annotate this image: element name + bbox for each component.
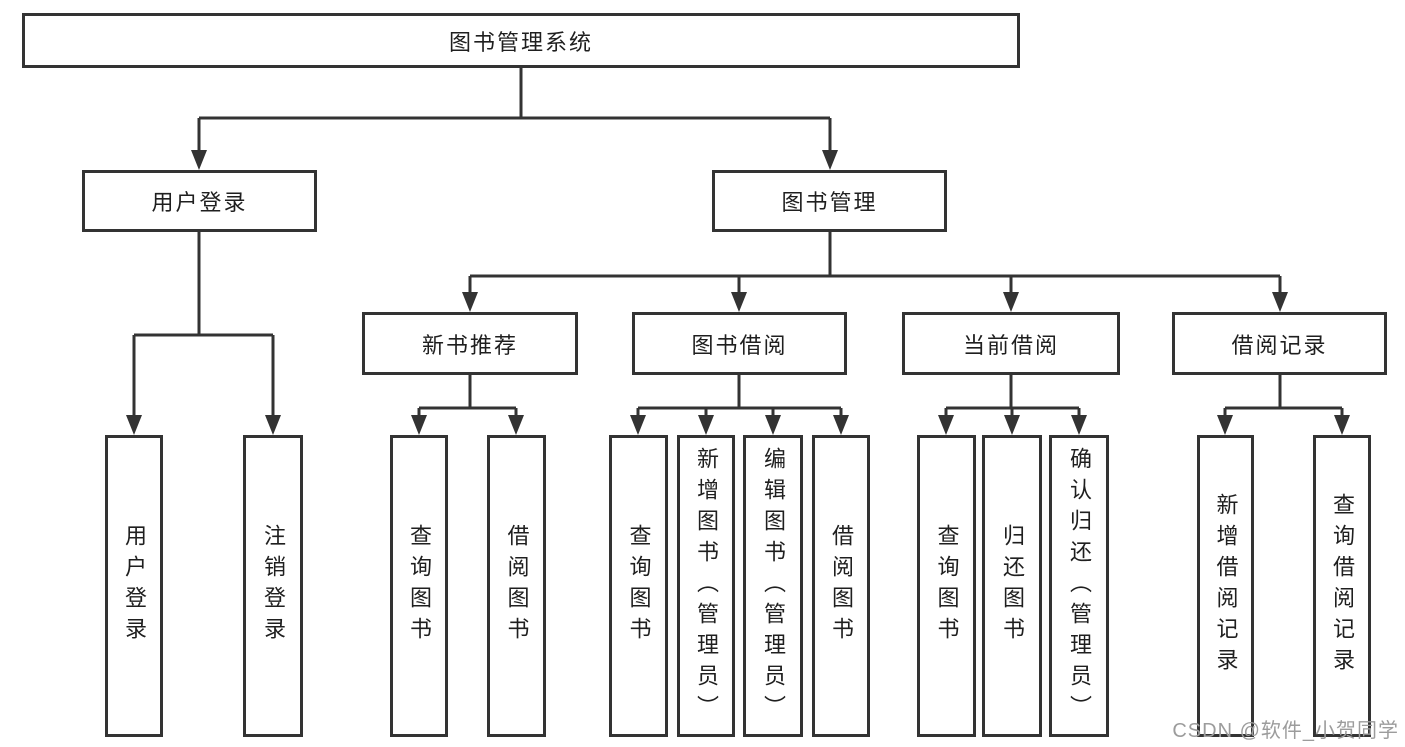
node-user-login-group: 用户登录: [82, 170, 317, 232]
leaf-records-add-record: 新增借阅记录: [1197, 435, 1254, 737]
node-book-borrow: 图书借阅: [632, 312, 847, 375]
node-borrow-records: 借阅记录: [1172, 312, 1387, 375]
leaf-records-query-record: 查询借阅记录: [1313, 435, 1371, 737]
leaf-current-query-books: 查询图书: [917, 435, 976, 737]
leaf-recommend-query-books: 查询图书: [390, 435, 448, 737]
connector-lines: [132, 68, 1344, 417]
leaf-borrow-query-books: 查询图书: [609, 435, 668, 737]
leaf-borrow-edit-books-admin: 编辑图书（管理员）: [743, 435, 803, 737]
leaf-current-confirm-return-admin: 确认归还（管理员）: [1049, 435, 1109, 737]
leaf-borrow-add-books-admin: 新增图书（管理员）: [677, 435, 735, 737]
node-root: 图书管理系统: [22, 13, 1020, 68]
node-current-borrow: 当前借阅: [902, 312, 1120, 375]
arrowhead-icons: [126, 150, 1350, 435]
node-book-management: 图书管理: [712, 170, 947, 232]
leaf-logout: 注销登录: [243, 435, 303, 737]
node-new-book-recommend: 新书推荐: [362, 312, 578, 375]
leaf-current-return-books: 归还图书: [982, 435, 1042, 737]
leaf-user-login: 用户登录: [105, 435, 163, 737]
leaf-borrow-borrow-books: 借阅图书: [812, 435, 870, 737]
leaf-recommend-borrow-books: 借阅图书: [487, 435, 546, 737]
